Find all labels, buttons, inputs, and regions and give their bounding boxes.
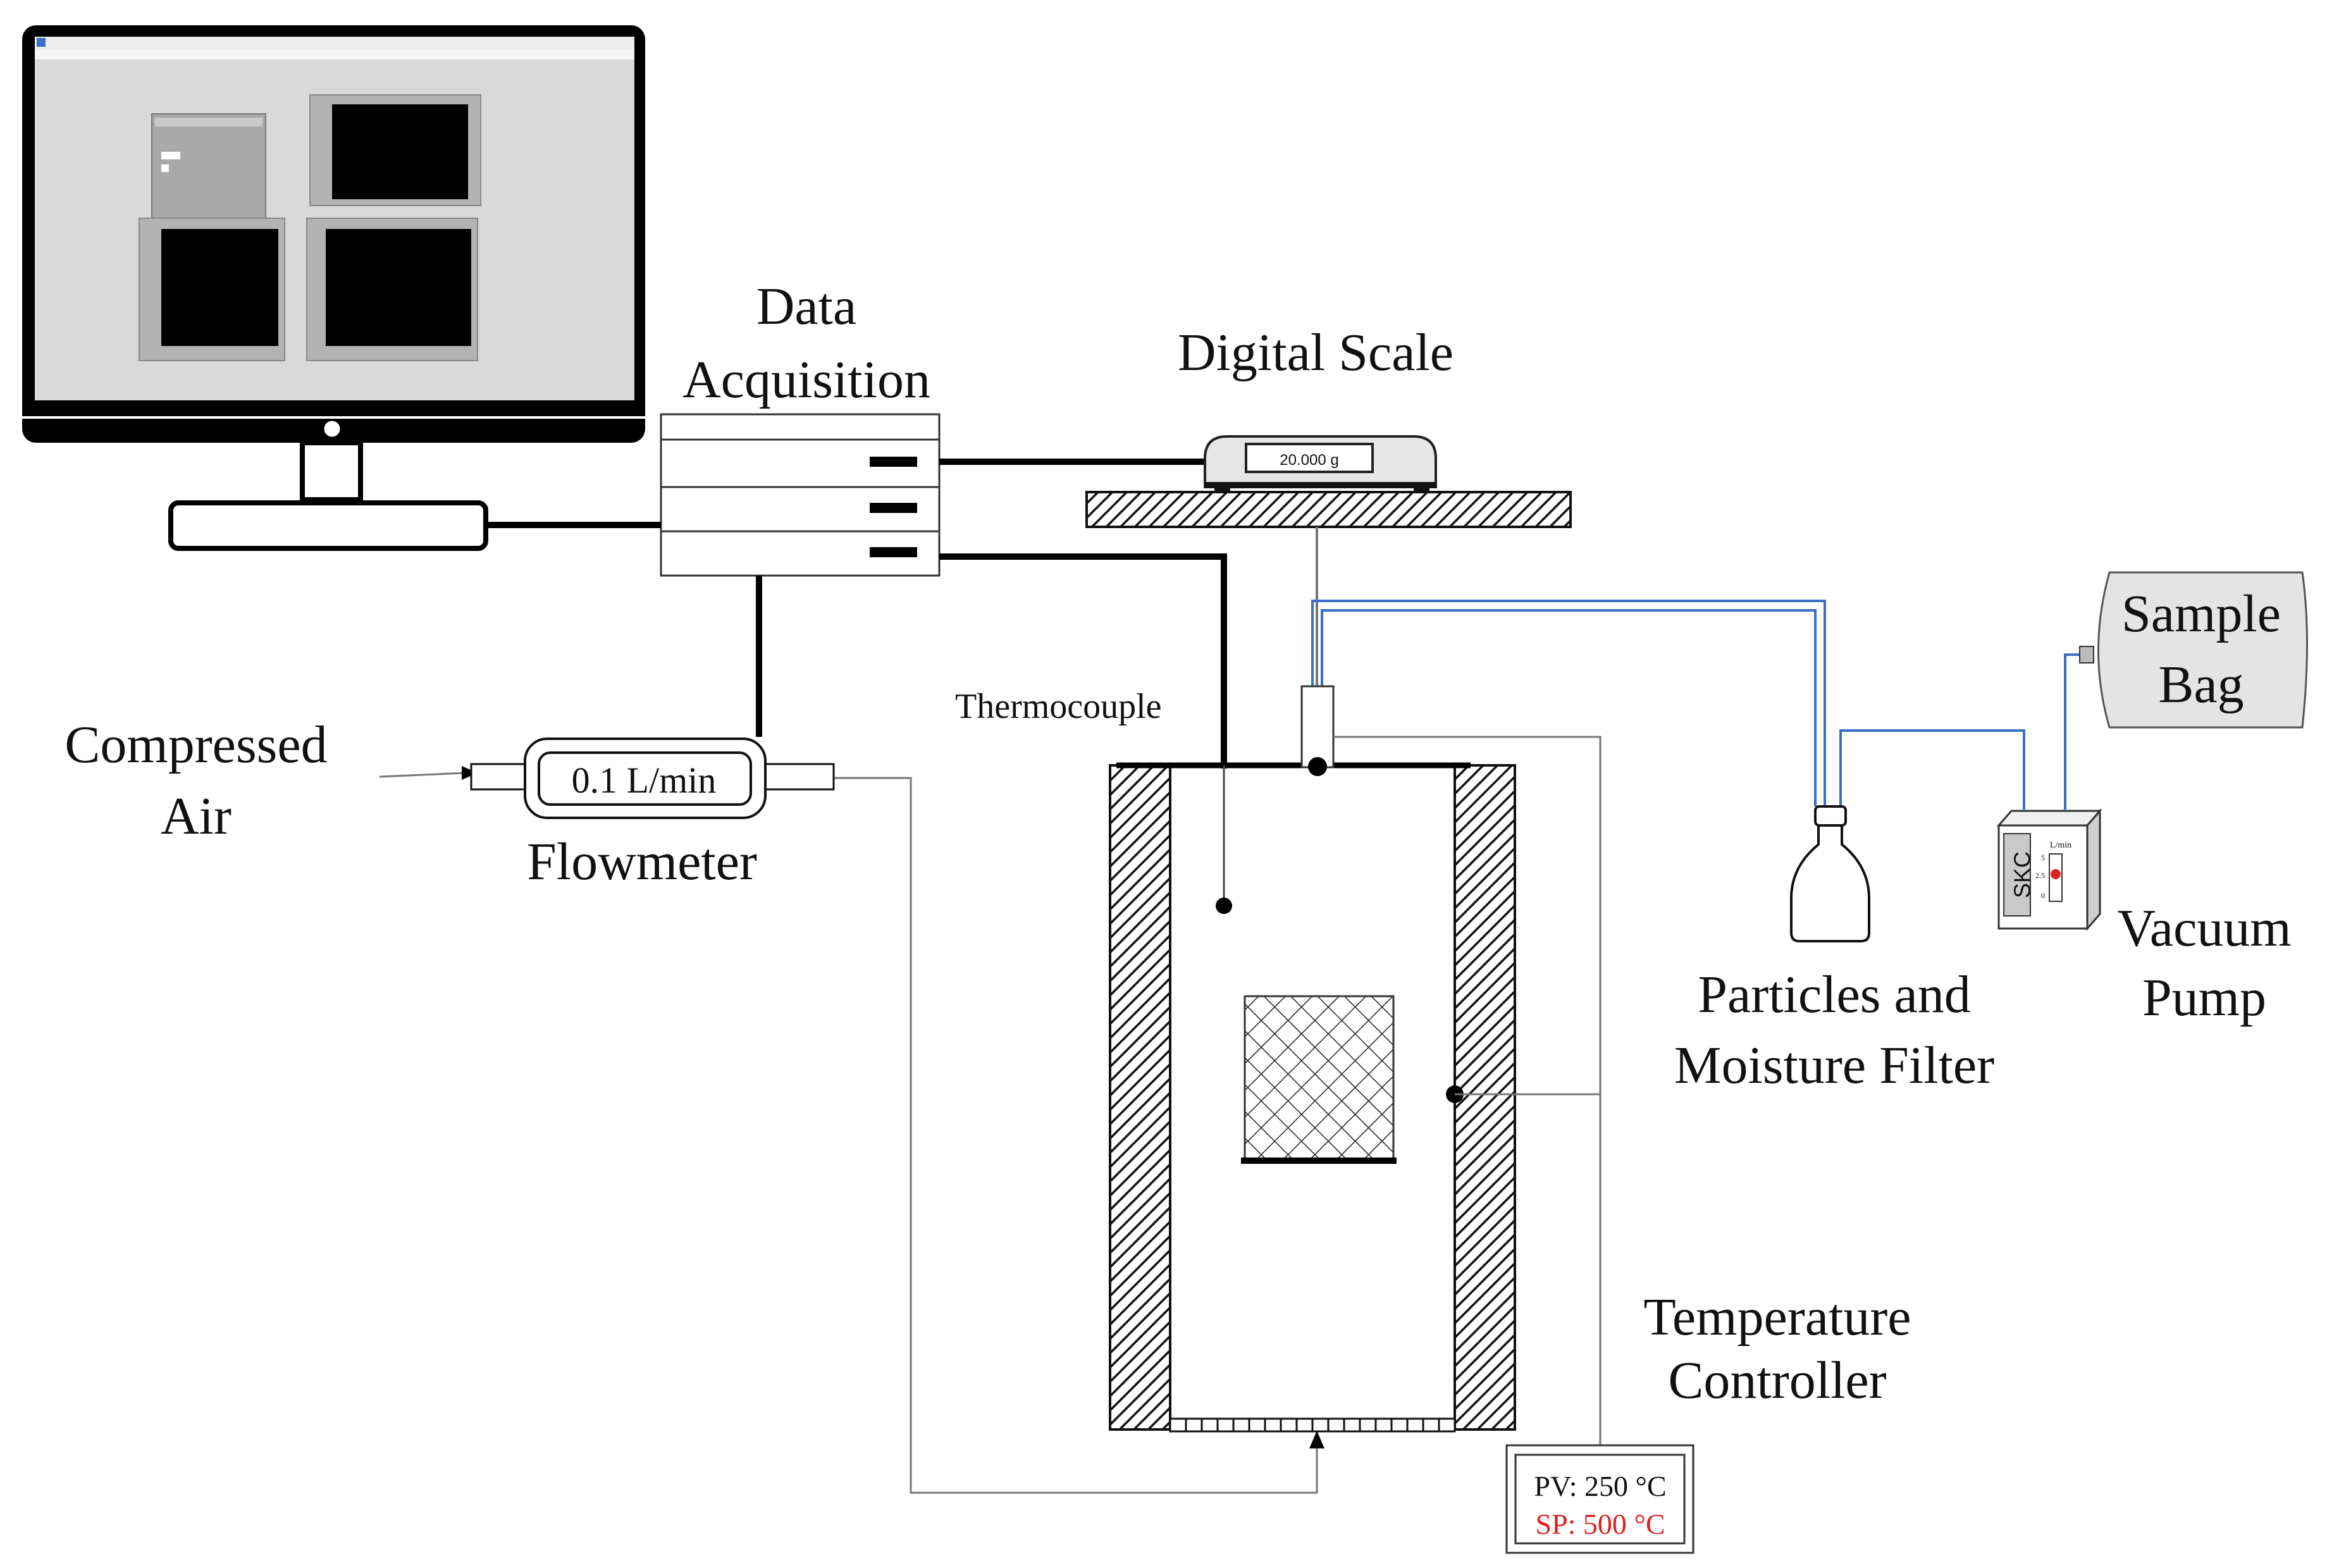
tube-furnace-filter-b [1321, 609, 1817, 806]
basket-base [1241, 1157, 1397, 1164]
temp-controller-label-line2: Controller [1668, 1351, 1886, 1410]
monitor-neck [300, 440, 363, 502]
software-window [139, 94, 481, 361]
vacuum-pump: SKC L/min 5 2.5 0 Vacuum Pump [1996, 808, 2292, 1027]
air-supply-line [834, 777, 1318, 1494]
inner-thermocouple-tip [1216, 898, 1232, 914]
sample-bag-body [2097, 571, 2308, 729]
filter-cap [1814, 805, 1847, 827]
pump-scale-top: 5 [2041, 853, 2045, 862]
computer-monitor [22, 25, 645, 551]
sample-bag-label-line2: Bag [2158, 655, 2244, 714]
thermocouple-label: Thermocouple [955, 687, 1162, 726]
furnace-wall-right [1454, 764, 1516, 1431]
pump-rotameter-float [2051, 869, 2061, 879]
compressed-air-label-line2: Air [161, 787, 231, 846]
controller-display [1514, 1454, 1686, 1545]
digital-scale-label: Digital Scale [1178, 323, 1454, 382]
cable-daq-thermocouple [939, 553, 1227, 769]
sample-bag-label-line1: Sample [2121, 584, 2281, 643]
scale-display [1245, 443, 1374, 473]
filter-bottle [1790, 824, 1870, 942]
controller-wire-top [1333, 736, 1602, 1445]
furnace-wall-left [1109, 764, 1171, 1431]
data-acquisition-label-line2: Acquisition [682, 350, 930, 409]
sample-basket [1244, 995, 1395, 1162]
daq-port-3 [870, 547, 917, 557]
graph-plot-3 [326, 229, 471, 346]
pump-scale-mid: 2.5 [2035, 871, 2045, 880]
filter-label-line2: Moisture Filter [1674, 1036, 1994, 1095]
filter-label-line1: Particles and [1698, 965, 1971, 1024]
tube-pump-bag [2064, 653, 2081, 810]
graph-plot-1 [332, 104, 468, 199]
tube-furnace-filter-a [1311, 600, 1826, 806]
scale-bench [1085, 491, 1572, 528]
exhaust-port [1300, 685, 1335, 769]
power-button-icon [322, 419, 342, 439]
flowmeter-display [538, 751, 752, 806]
temperature-controller: Temperature Controller PV: 250 °C SP: 50… [1505, 1288, 1911, 1554]
pump-unit: L/min [2050, 841, 2071, 850]
compressed-air-inlet [379, 772, 466, 778]
vacuum-pump-label-line2: Pump [2142, 968, 2266, 1027]
vacuum-pump-label-line1: Vacuum [2117, 899, 2291, 958]
air-inlet-arrow-icon [462, 766, 478, 780]
gas-tubing [1311, 600, 2081, 810]
graph-plot-2 [161, 229, 278, 346]
sample-bag-valve [2079, 646, 2094, 664]
gas-inlet-arrow-icon [1309, 1431, 1324, 1448]
pump-scale-bottom: 0 [2041, 891, 2045, 900]
flowmeter-outlet [764, 763, 835, 791]
flowmeter-inlet [470, 763, 526, 791]
pv-reading: PV: 250 °C [1534, 1470, 1666, 1502]
sp-reading: SP: 500 °C [1535, 1508, 1665, 1540]
digital-scale: Digital Scale 20.000 g [1085, 323, 1572, 528]
data-acquisition-label-line1: Data [756, 277, 857, 336]
pump-brand: SKC [2009, 851, 2035, 898]
flowmeter: 0.1 L/min Flowmeter [470, 738, 835, 891]
monitor-stand [168, 500, 488, 551]
compressed-air-label-line1: Compressed [65, 715, 327, 774]
daq-port-2 [870, 503, 917, 513]
sample-bag: Sample Bag [2079, 571, 2308, 729]
flowmeter-label: Flowmeter [527, 832, 757, 891]
tube-filter-pump [1839, 729, 2025, 810]
flowmeter-reading: 0.1 L/min [572, 760, 717, 801]
settings-panel [151, 113, 266, 219]
thin-wires [379, 736, 1602, 1494]
scale-reading: 20.000 g [1280, 452, 1338, 469]
lid-junction-dot [1308, 757, 1327, 776]
furnace [1109, 685, 1516, 1448]
signal-cables [486, 459, 1227, 769]
pump-label-plate [2003, 833, 2031, 917]
daq-port-1 [870, 457, 917, 467]
temp-controller-label-line1: Temperature [1643, 1288, 1911, 1347]
data-acquisition: Data Acquisition [660, 277, 941, 577]
particle-moisture-filter: Particles and Moisture Filter [1674, 805, 1994, 1095]
